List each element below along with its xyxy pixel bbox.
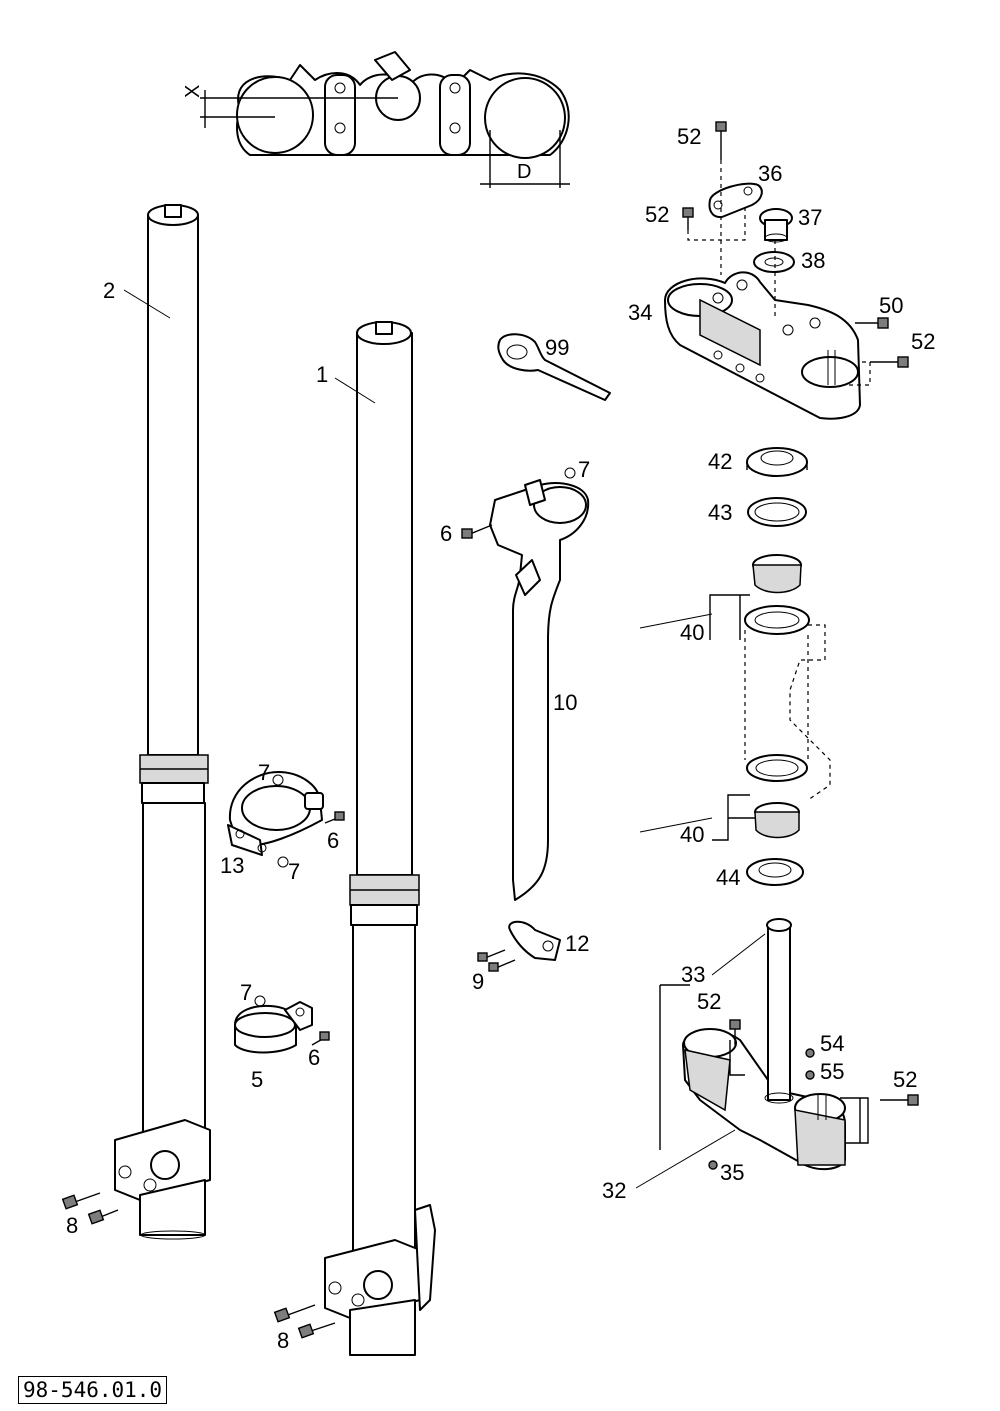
callout-leaders (123, 289, 766, 1189)
callout-12: 12 (565, 931, 590, 956)
seal-44 (746, 858, 804, 886)
top-nut-37 (759, 208, 793, 243)
callout-55: 55 (820, 1059, 845, 1084)
callout-7-clamp13-top: 7 (258, 760, 271, 785)
bearing-40-lower (746, 754, 808, 839)
callout-7-guard: 7 (578, 457, 591, 482)
fork-guard-clamp-5 (234, 995, 330, 1054)
washer-38 (753, 251, 795, 273)
cable-guide-12 (477, 920, 561, 972)
callout-40-upper: 40 (680, 620, 705, 645)
callout-7-clamp13-bottom: 7 (288, 859, 301, 884)
callout-44: 44 (716, 865, 741, 890)
bolts-52-top (682, 121, 727, 230)
callout-34: 34 (628, 300, 653, 325)
callout-40-lower: 40 (680, 822, 705, 847)
callout-50: 50 (879, 293, 904, 318)
callout-36: 36 (758, 161, 783, 186)
steering-head-outline (744, 624, 831, 801)
dimension-d-label: D (517, 161, 532, 183)
bolt-50 (855, 317, 889, 329)
callout-7-clamp5: 7 (240, 980, 253, 1005)
dust-seal-42 (746, 447, 808, 477)
callout-37: 37 (798, 205, 823, 230)
callout-99: 99 (545, 335, 570, 360)
fork-guard-clamp-13 (227, 771, 345, 868)
callout-5: 5 (251, 1067, 264, 1092)
callout-6-guard: 6 (440, 521, 453, 546)
callout-42: 42 (708, 449, 733, 474)
callout-35: 35 (720, 1160, 745, 1185)
triple-clamp-top-view (200, 51, 570, 188)
drawing-code: 98-546.01.0 (18, 1376, 168, 1404)
callout-6-clamp5: 6 (308, 1045, 321, 1070)
ring-43 (747, 497, 807, 527)
dimension-x-label: X (182, 84, 204, 98)
leader-lines-upper (687, 160, 871, 386)
callout-38: 38 (801, 248, 826, 273)
fork-leg-1 (324, 321, 436, 1356)
callout-10: 10 (553, 690, 578, 715)
callout-52-top: 52 (677, 124, 702, 149)
small-bolts-lower (708, 1019, 919, 1170)
callout-8-right: 8 (277, 1328, 290, 1353)
fork-leg-2 (114, 204, 211, 1240)
callout-32: 32 (602, 1178, 627, 1203)
callout-43: 43 (708, 500, 733, 525)
callout-1: 1 (316, 362, 329, 387)
callout-9: 9 (472, 969, 485, 994)
callout-33: 33 (681, 962, 706, 987)
upper-triple-clamp-34 (664, 271, 861, 420)
callout-6-clamp13: 6 (327, 828, 340, 853)
wrench-99 (497, 333, 611, 401)
callout-52-cap: 52 (645, 202, 670, 227)
callout-13: 13 (220, 853, 245, 878)
leader-lines-lower (659, 984, 869, 1150)
callout-8-left: 8 (66, 1213, 79, 1238)
fork-guard-10 (461, 467, 590, 901)
clamp-cap-36 (708, 182, 763, 219)
bearing-brackets (709, 594, 756, 841)
bolts-8a (61, 1192, 119, 1225)
callout-2: 2 (103, 278, 116, 303)
bolts-8b (273, 1304, 336, 1339)
lower-triple-clamp-32 (682, 918, 846, 1171)
callout-52-lower-clamp: 52 (893, 1067, 918, 1092)
callout-52-lower: 52 (697, 989, 722, 1014)
callout-54: 54 (820, 1031, 845, 1056)
callout-52-clamp: 52 (911, 329, 936, 354)
bolt-52c (870, 356, 909, 368)
bearing-40-upper (744, 554, 810, 635)
